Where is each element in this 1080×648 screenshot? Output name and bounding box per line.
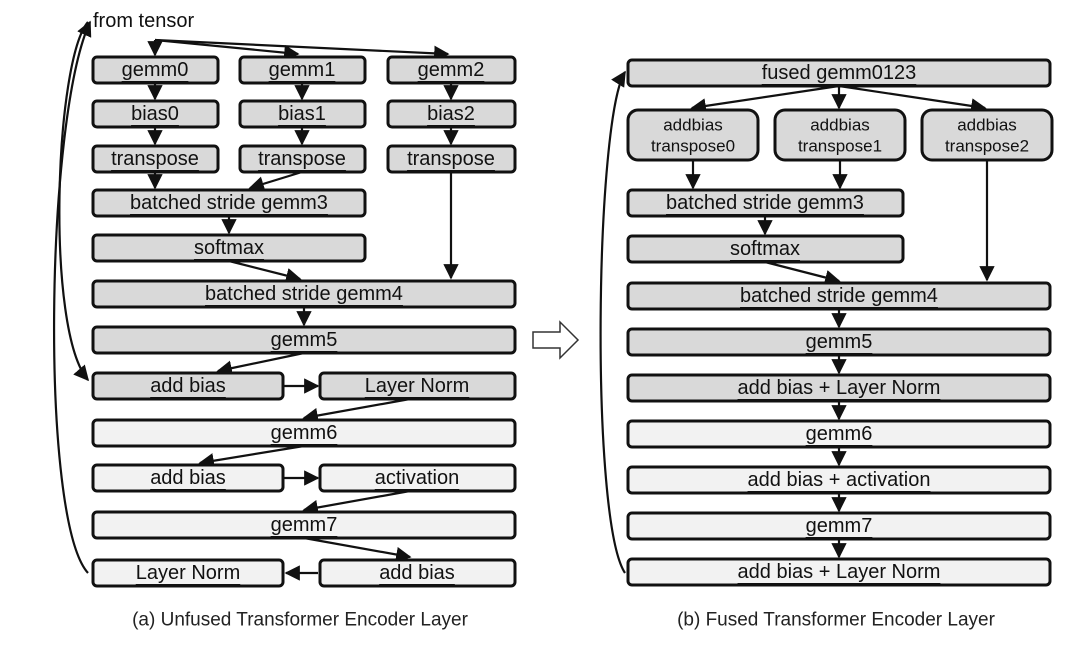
unfused-layer-norm-1-box (318, 371, 517, 401)
unfused-transpose1-label: transpose (258, 148, 346, 170)
unfused-gemm5-label: gemm5 (271, 329, 338, 351)
fused-addbias-transpose1-line1: addbias (810, 116, 870, 135)
arrow-layernorm-gemm6 (302, 397, 411, 424)
unfused-add-bias-2-box (91, 463, 285, 493)
fused-caption: (b) Fused Transformer Encoder Layer (677, 610, 996, 631)
unfused-gemm1-label: gemm1 (269, 59, 336, 81)
unfused-layer-norm-2-box (91, 558, 285, 588)
unfused-add-bias-2-label: add bias (150, 467, 226, 489)
unfused-gemm2-label: gemm2 (418, 59, 485, 81)
fused-addbias-transpose0-line2: transpose0 (651, 137, 735, 156)
unfused-activation-box (318, 463, 517, 493)
arrow-gemm7-addbias (303, 536, 412, 563)
fused-gemm5-label: gemm5 (806, 331, 873, 353)
fused-transpose-arrows (685, 160, 995, 282)
transform-arrow-icon (532, 320, 580, 360)
fused-add-bias-ln-2-box (626, 557, 1052, 587)
unfused-transpose0-label: transpose (111, 148, 199, 170)
unfused-caption: (a) Unfused Transformer Encoder Layer (132, 610, 468, 631)
fused-gemm7-label: gemm7 (806, 515, 873, 537)
unfused-input-arrows (52, 20, 450, 574)
unfused-gemm7-label: gemm7 (271, 514, 338, 536)
unfused-layer-norm-2-label: Layer Norm (136, 562, 240, 584)
fused-addbias-transpose1-line2: transpose1 (798, 137, 882, 156)
from-tensor-label: from tensor (93, 10, 194, 32)
arrow-activation-gemm7 (302, 489, 411, 516)
unfused-transpose2-label: transpose (407, 148, 495, 170)
unfused-row1-arrows (147, 83, 459, 101)
fused-softmax-label: softmax (730, 238, 800, 260)
unfused-add-bias-1-label: add bias (150, 375, 226, 397)
unfused-add-bias-1-box (91, 371, 285, 401)
fused-add-bias-activation-label: add bias + activation (748, 469, 931, 491)
unfused-row3-arrows (147, 170, 459, 280)
unfused-bias2-label: bias2 (427, 103, 475, 125)
arrow-softmax-gemm4 (228, 259, 302, 284)
fused-gemm0123-label: fused gemm0123 (762, 62, 917, 84)
unfused-transpose1-box (238, 144, 367, 174)
unfused-add-bias-3-box (318, 558, 517, 588)
unfused-layer-norm-1-label: Layer Norm (365, 375, 469, 397)
unfused-row2-arrows (147, 127, 459, 146)
fused-batched-gemm3-label: batched stride gemm3 (666, 192, 864, 214)
fused-addbias-transpose2-line1: addbias (957, 116, 1017, 135)
unfused-activation-label: activation (375, 467, 460, 489)
unfused-gemm6-label: gemm6 (271, 422, 338, 444)
fused-addbias-transpose0-line1: addbias (663, 116, 723, 135)
unfused-add-bias-3-label: add bias (379, 562, 455, 584)
unfused-gemm0-label: gemm0 (122, 59, 189, 81)
fused-loop-arrow (599, 70, 626, 574)
fused-add-bias-ln-2-label: add bias + Layer Norm (738, 561, 941, 583)
unfused-bias1-label: bias1 (278, 103, 326, 125)
unfused-softmax-label: softmax (194, 237, 264, 259)
fused-addbias-transpose2-line2: transpose2 (945, 137, 1029, 156)
unfused-batched-gemm3-label: batched stride gemm3 (130, 192, 328, 214)
arrow-gemm6-addbias (198, 444, 305, 469)
fused-batched-gemm4-label: batched stride gemm4 (740, 285, 938, 307)
unfused-batched-gemm4-label: batched stride gemm4 (205, 283, 403, 305)
fused-gemm-split-arrows (690, 84, 987, 114)
unfused-bias0-label: bias0 (131, 103, 179, 125)
fused-add-bias-ln-1-label: add bias + Layer Norm (738, 377, 941, 399)
fused-arrow-softmax-gemm4 (764, 260, 841, 286)
arrow-gemm5-addbias (216, 351, 305, 376)
fused-gemm6-label: gemm6 (806, 423, 873, 445)
